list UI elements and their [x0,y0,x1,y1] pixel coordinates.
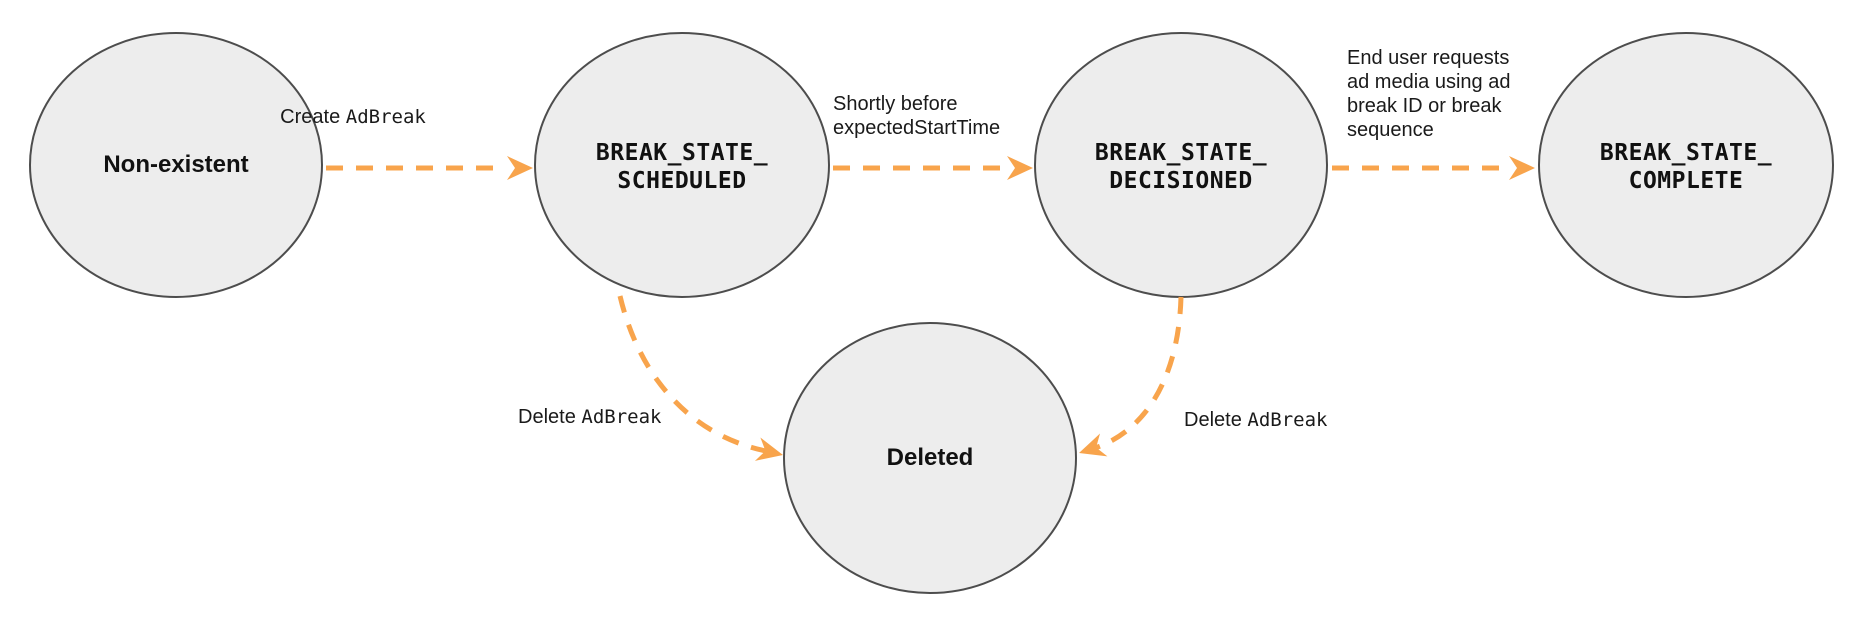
edge-label-text: Delete [1184,409,1242,431]
edge-create-adbreak-label: Create AdBreak [280,105,426,129]
edge-label-code: AdBreak [345,106,426,128]
node-break-state-complete-circle [1538,32,1834,298]
arrow-delete-from-scheduled [617,295,767,454]
edge-label-text: ad media using ad [1347,71,1511,93]
node-break-state-scheduled-circle [534,32,830,298]
node-label-line: COMPLETE [1628,168,1744,194]
edge-end-user-request-label: End user requests ad media using ad brea… [1347,46,1510,142]
edge-label-text: break ID or break [1347,95,1502,117]
edge-shortly-before-label: Shortly before expectedStartTime [833,92,1000,140]
edge-label-text: sequence [1347,119,1434,141]
edge-label-code: AdBreak [581,406,662,428]
node-deleted-label: Deleted [886,444,974,471]
node-break-state-scheduled-label: BREAK_STATE_ SCHEDULED [596,139,768,195]
node-non-existent-label: Non-existent [103,151,249,178]
edge-label-code: AdBreak [1247,409,1328,431]
arrowhead-right-icon [1509,156,1535,180]
edge-label-text: Delete [518,406,576,428]
arrow-delete-from-decisioned [1091,296,1184,452]
node-label-line: BREAK_STATE_ [595,140,769,166]
node-label-line: BREAK_STATE_ [1599,140,1773,166]
node-label-line: DECISIONED [1109,168,1253,194]
edge-label-text: Create [280,106,341,128]
node-deleted-circle [783,322,1077,594]
edge-label-text: Shortly before [833,93,958,115]
edge-delete-adbreak-left-label: Delete AdBreak [518,405,661,429]
arrowhead-curve-left-icon [754,437,783,461]
node-break-state-decisioned-label: BREAK_STATE_ DECISIONED [1095,139,1267,195]
arrowhead-right-icon [1007,156,1033,180]
node-label-line: BREAK_STATE_ [1094,140,1268,166]
node-non-existent-circle [29,32,323,298]
node-label-line: SCHEDULED [617,168,747,194]
edge-label-text: End user requests [1347,47,1510,69]
edge-label-code: expectedStartTime [833,117,1001,139]
arrowhead-right-icon [507,156,533,180]
arrowhead-curve-right-icon [1079,433,1108,457]
edge-delete-adbreak-right-label: Delete AdBreak [1184,408,1327,432]
node-break-state-complete-label: BREAK_STATE_ COMPLETE [1600,139,1772,195]
